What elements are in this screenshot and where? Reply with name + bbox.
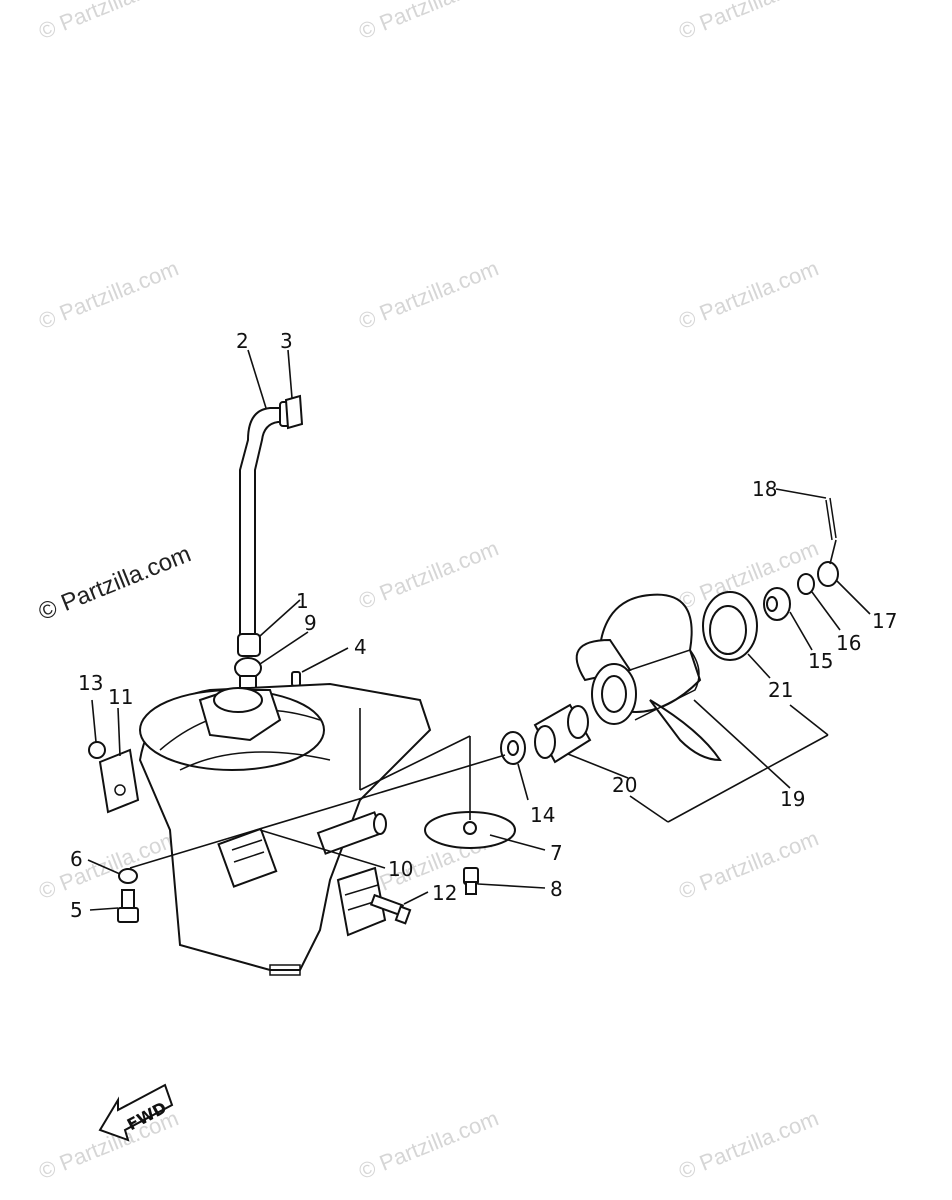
callout-10: 10 [388, 857, 413, 881]
bolt-5 [117, 889, 139, 923]
spacer-15 [763, 587, 791, 621]
callout-17: 17 [872, 609, 897, 633]
callout-5: 5 [70, 898, 83, 922]
propeller [575, 593, 722, 762]
callout-7: 7 [550, 841, 563, 865]
callout-6: 6 [70, 847, 83, 871]
callout-19: 19 [780, 787, 805, 811]
bolt-8 [463, 867, 479, 895]
nut-13 [88, 741, 106, 759]
collar [702, 591, 758, 661]
cotter-pin [825, 497, 837, 541]
callout-9: 9 [304, 611, 317, 635]
callout-13: 13 [78, 671, 103, 695]
leader-lines [87, 349, 871, 911]
callout-11: 11 [108, 685, 133, 709]
spacer [533, 703, 592, 764]
thrust-washer [500, 731, 526, 765]
water-tube [239, 401, 297, 641]
fwd-arrow [98, 1083, 174, 1142]
washer [118, 868, 138, 884]
grommet-9 [234, 657, 262, 689]
callout-16: 16 [836, 631, 861, 655]
lower-casing [138, 682, 432, 976]
callout-21: 21 [768, 678, 793, 702]
dowel-pin [291, 671, 301, 687]
callout-8: 8 [550, 877, 563, 901]
washer-16 [797, 573, 815, 595]
callout-15: 15 [808, 649, 833, 673]
callout-20: 20 [612, 773, 637, 797]
callout-14: 14 [530, 803, 555, 827]
grommet [284, 394, 304, 430]
bolt-12 [369, 893, 412, 925]
callout-2: 2 [236, 329, 249, 353]
callout-18: 18 [752, 477, 777, 501]
prop-nut [817, 561, 839, 587]
tube-seal [237, 633, 261, 657]
anode-11 [98, 748, 140, 814]
callout-1: 1 [296, 589, 309, 613]
callout-3: 3 [280, 329, 293, 353]
callout-4: 4 [354, 635, 367, 659]
anode [336, 866, 387, 937]
callout-12: 12 [432, 881, 457, 905]
